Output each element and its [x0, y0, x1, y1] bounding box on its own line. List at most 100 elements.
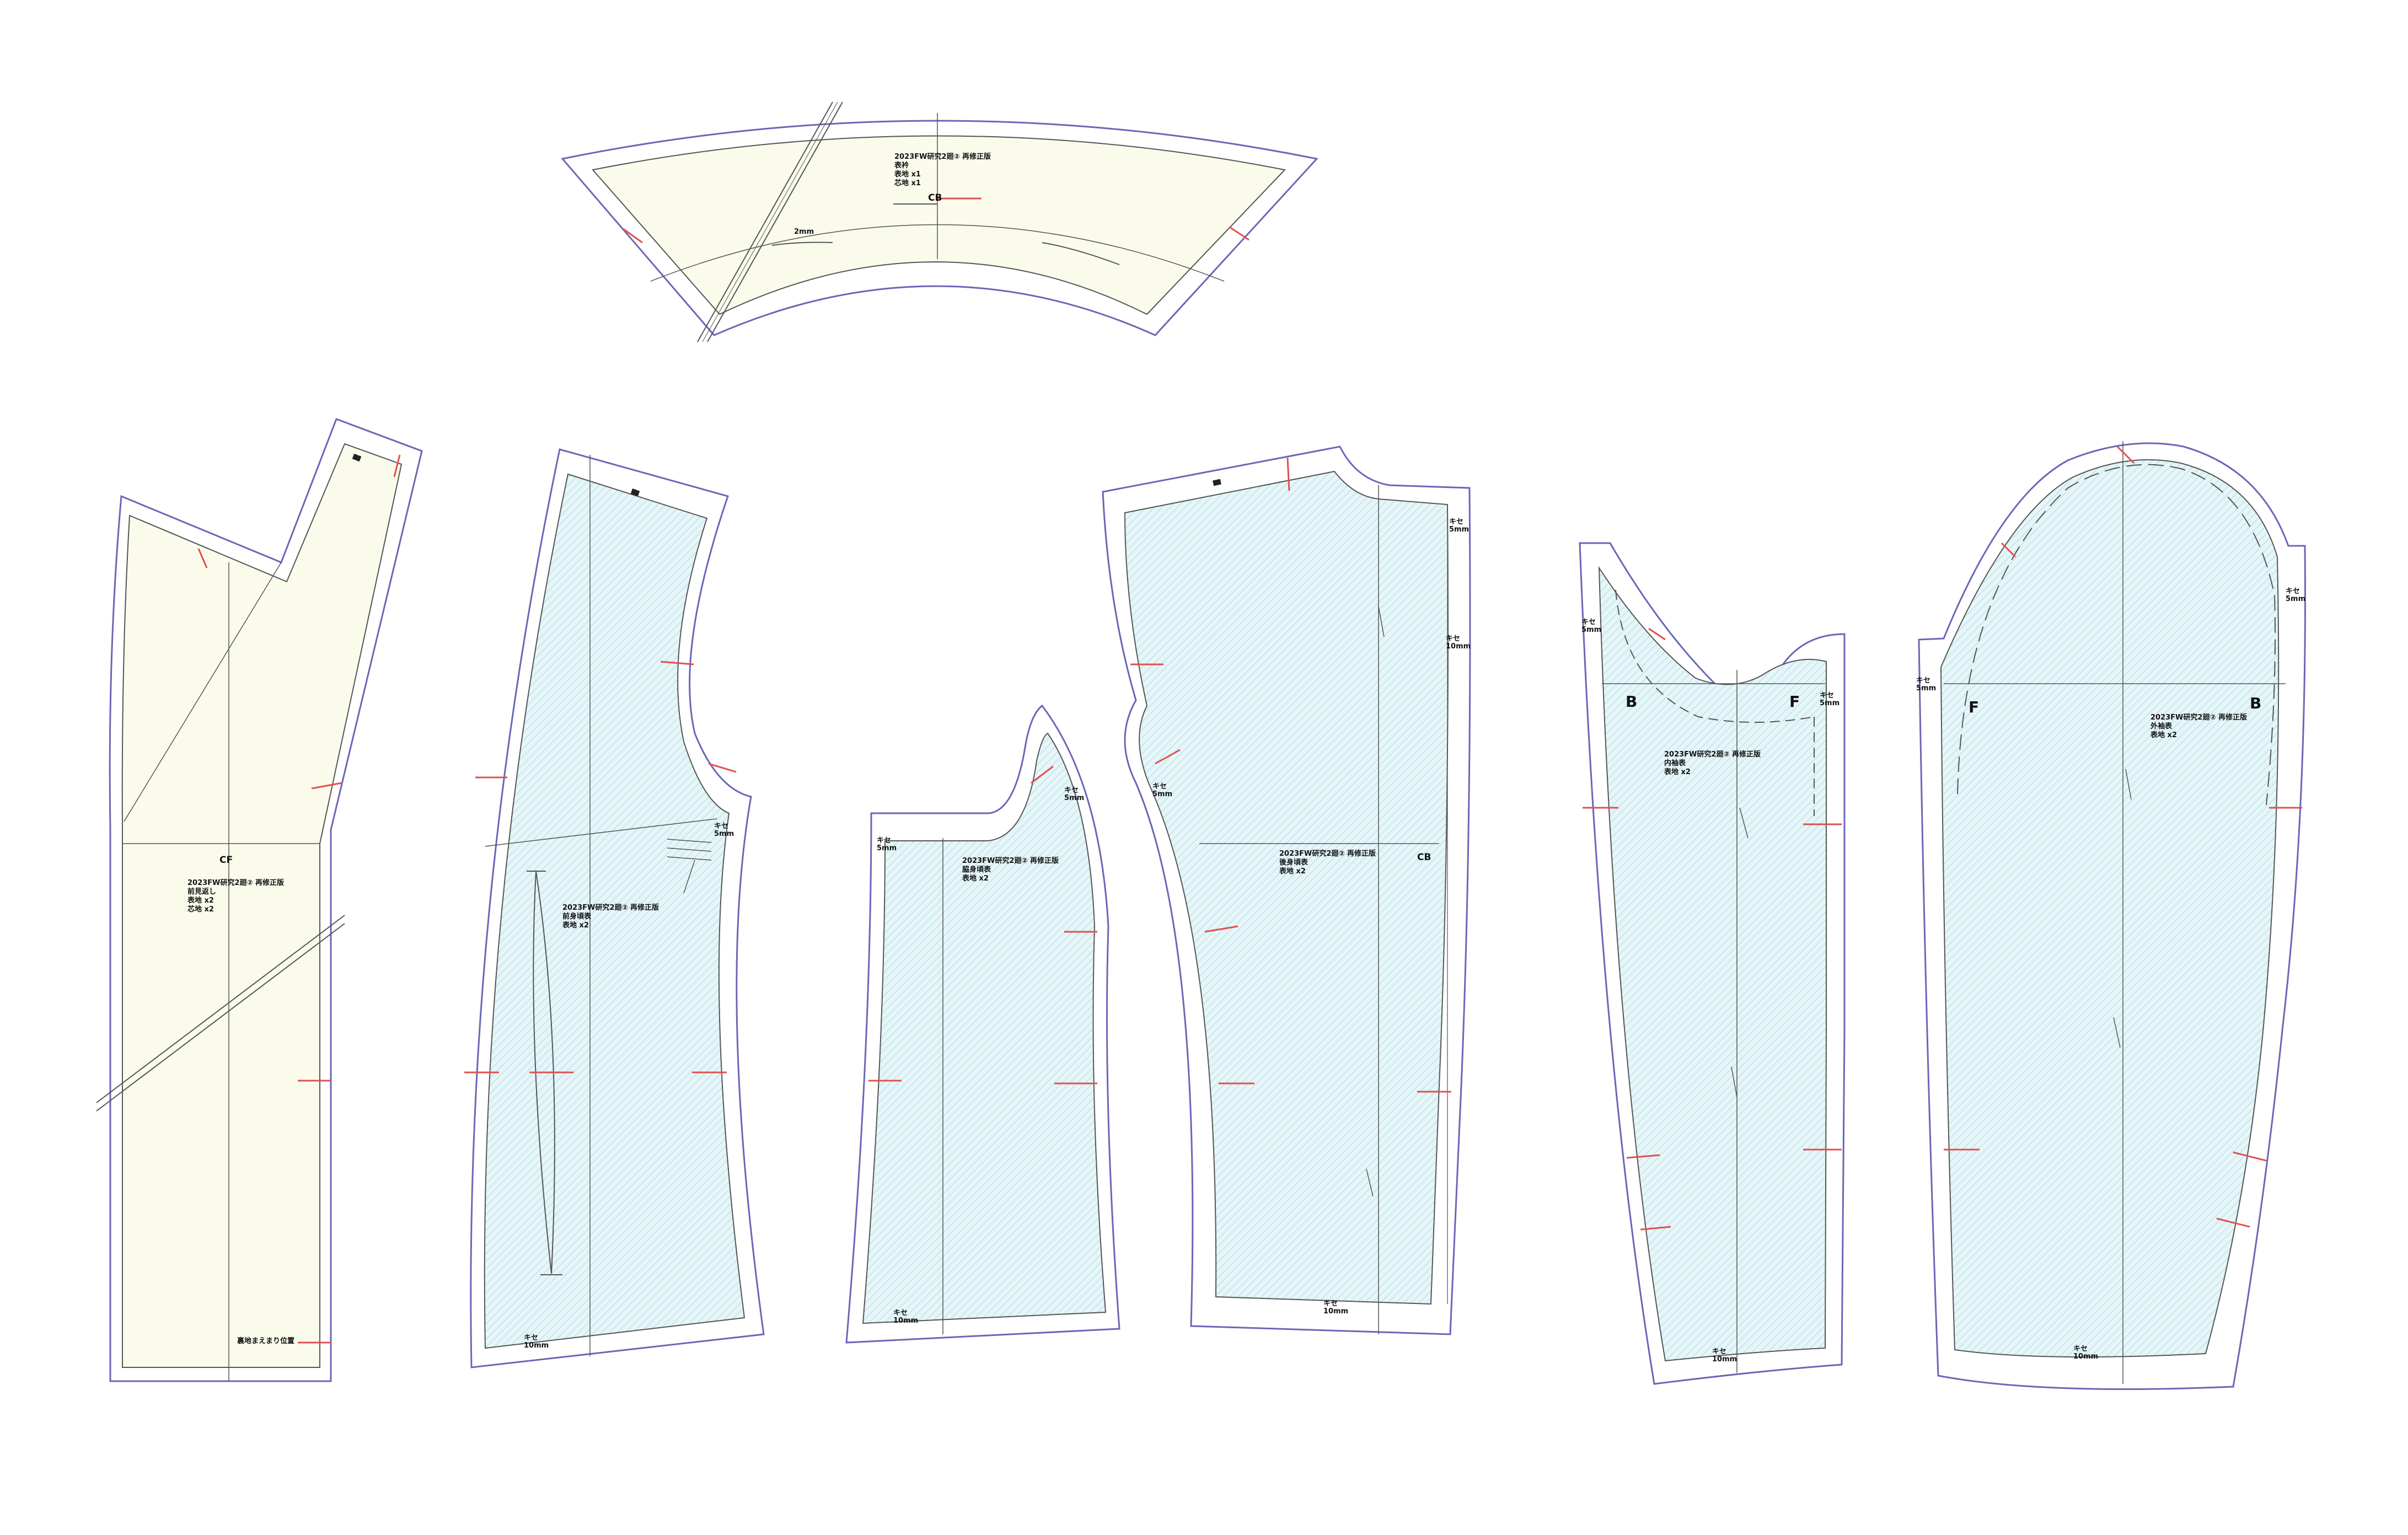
under-sleeve-notch-6 — [1648, 627, 1666, 641]
front-facing-lapel-line — [124, 562, 282, 822]
collar-mark-label: 2mm — [794, 228, 814, 236]
front-body-pleat-2 — [667, 847, 712, 852]
under-sleeve-qty1: 表地 x2 — [1664, 767, 1691, 776]
collar-ease-mark-r — [1042, 242, 1120, 265]
front-body-pleat-1 — [667, 839, 712, 843]
side-body-qty1: 表地 x2 — [962, 874, 989, 883]
front-facing-note: 裏地まえまり位置 — [237, 1337, 294, 1345]
top-sleeve-lining-dashed — [1957, 464, 2276, 806]
back-body-notch-4 — [1204, 925, 1238, 933]
back-body-drill-mark — [1213, 479, 1221, 486]
under-sleeve-notch-3 — [1640, 1226, 1671, 1231]
collar-grain-b — [707, 101, 843, 342]
back-body-center-label: CB — [1417, 852, 1431, 863]
back-body-notch-1 — [1286, 457, 1290, 491]
front-body-pleat-3 — [667, 856, 712, 861]
top-sleeve-notch-5 — [2001, 542, 2017, 558]
under-sleeve-inner-line — [1598, 566, 1827, 1362]
top-sleeve-qty1: 表地 x2 — [2150, 731, 2177, 739]
under-sleeve-title: 2023FW研究2廻② 再修正版 — [1664, 750, 1761, 759]
front-facing-notch-1 — [197, 548, 208, 568]
top-sleeve-mark-f: F — [1969, 698, 1979, 716]
front-body-name: 前身頃表 — [562, 912, 592, 921]
back-body-qty1: 表地 x2 — [1279, 867, 1306, 876]
front-facing-grain-a — [96, 915, 345, 1103]
front-body-qty1: 表地 x2 — [562, 921, 589, 930]
under-sleeve-lining-dashed — [1615, 589, 1815, 723]
top-sleeve-notch-6 — [2116, 446, 2135, 464]
top-sleeve-inner-line — [1940, 459, 2280, 1358]
top-sleeve-mark-1 — [2125, 769, 2132, 800]
collar-notch-r — [1229, 226, 1249, 241]
collar-name: 表衿 — [894, 161, 909, 170]
collar-grain-c — [702, 101, 838, 342]
front-body-title: 2023FW研究2廻② 再修正版 — [562, 903, 659, 912]
under-sleeve-mark-1 — [1739, 807, 1749, 839]
side-body-notch-4 — [1031, 765, 1054, 784]
collar-title: 2023FW研究2廻② 再修正版 — [894, 152, 991, 161]
front-body-pleat-4 — [683, 860, 695, 894]
front-facing-inner-line — [121, 443, 403, 1368]
top-sleeve-notch-2 — [2233, 1151, 2267, 1162]
back-body-name: 後身頃表 — [1279, 858, 1308, 867]
back-body-title: 2023FW研究2廻② 再修正版 — [1279, 849, 1376, 858]
front-body-drill-mark — [630, 488, 640, 497]
back-body-mark-2 — [1366, 1168, 1374, 1197]
under-sleeve-mark-2 — [1731, 1066, 1737, 1098]
back-body-inner-line — [1124, 470, 1449, 1305]
collar-notch-l — [623, 228, 643, 244]
front-facing-drill-mark — [352, 453, 362, 462]
front-facing-notch-5 — [393, 454, 401, 477]
top-sleeve-mark-2 — [2113, 1017, 2121, 1048]
side-body-title: 2023FW研究2廻② 再修正版 — [962, 856, 1059, 865]
collar-grain-a — [697, 101, 833, 342]
collar-qty1: 表地 x1 — [894, 170, 921, 179]
front-body-dart — [533, 871, 555, 1274]
top-sleeve-name: 外袖表 — [2150, 722, 2173, 731]
back-body-mark-1 — [1378, 606, 1385, 637]
top-sleeve-notch-3 — [2216, 1217, 2250, 1228]
front-facing-qty1: 表地 x2 — [187, 896, 214, 905]
front-body-inner-line — [484, 473, 746, 1349]
collar-ease-mark-l — [771, 241, 833, 246]
top-sleeve-title: 2023FW研究2廻② 再修正版 — [2150, 713, 2247, 722]
front-body-notch-2 — [708, 763, 737, 773]
under-sleeve-notch-2 — [1626, 1154, 1660, 1159]
collar-center-label: CB — [928, 192, 942, 203]
front-body-waist-line — [485, 818, 717, 847]
under-sleeve-name: 内袖表 — [1664, 759, 1686, 767]
front-facing-center-label: CF — [219, 855, 233, 866]
front-body-notch-1 — [660, 661, 694, 665]
collar-piece[interactable]: 2023FW研究2廻② 再修正版 表衿 表地 x1 芯地 x1 CB 2mm — [561, 101, 1318, 342]
under-sleeve-mark-b: B — [1626, 693, 1637, 711]
under-sleeve-mark-f: F — [1789, 693, 1800, 711]
side-body-inner-line — [862, 732, 1107, 1324]
top-sleeve-mark-b: B — [2250, 694, 2261, 712]
front-facing-qty2: 芯地 x2 — [187, 905, 214, 914]
front-facing-notch-2 — [311, 782, 342, 790]
front-facing-title: 2023FW研究2廻② 再修正版 — [187, 878, 284, 887]
front-facing-piece[interactable]: CF 2023FW研究2廻② 再修正版 前見返し 表地 x2 芯地 x2 裏地ま… — [96, 418, 423, 1382]
collar-qty2: 芯地 x1 — [894, 179, 921, 187]
side-body-name: 脇身頃表 — [962, 865, 991, 874]
back-body-notch-3 — [1155, 749, 1181, 765]
